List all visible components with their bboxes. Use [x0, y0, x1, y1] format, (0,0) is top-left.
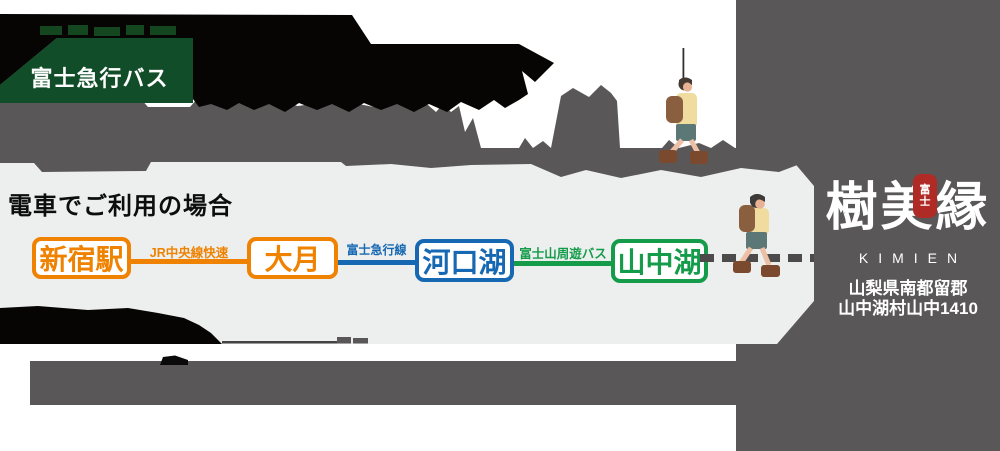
edge-bump-remnant-2: [353, 338, 368, 344]
black-blob-bottom: [0, 306, 222, 344]
station-box-otsuki: 大月: [247, 237, 338, 279]
edge-bump-remnant-1: [337, 337, 351, 344]
brand-logo-roman: KIMIEN: [858, 250, 968, 266]
station-box-yamanakako: 山中湖: [611, 239, 708, 283]
hiker-top-icon: [659, 48, 708, 164]
car-section-bar: [30, 361, 737, 405]
address-line-1: 山梨県南都留郡: [848, 279, 968, 298]
bus-ribbon: 富士急行バス: [0, 38, 193, 103]
route-line-fujikyu: [338, 260, 415, 265]
brand-logo-text: 樹美縁: [825, 177, 991, 238]
seal-char-top: 富: [919, 184, 931, 196]
station-box-shinjuku: 新宿駅: [32, 237, 131, 279]
route-label-jr: JR中央線快速: [149, 246, 229, 260]
seal-char-bottom: 士: [919, 196, 931, 208]
address-line-2: 山中湖村山中1410: [838, 298, 978, 318]
train-section-heading: 電車でご利用の場合: [8, 193, 233, 220]
green-glyph-remnants: [40, 25, 176, 36]
route-line-bus: [514, 261, 611, 266]
brand-address: 山梨県南都留郡 山中湖村山中1410: [816, 279, 1000, 318]
route-label-bus: 富士山周遊バス: [519, 247, 607, 261]
edge-line-remnant: [222, 341, 337, 344]
brand-block: 樹美縁 富 士 KIMIEN 山梨県南都留郡 山中湖村山中1410: [816, 171, 1000, 318]
route-label-fujikyu: 富士急行線: [346, 243, 407, 257]
route-line-jr: [131, 259, 247, 264]
station-box-kawaguchiko: 河口湖: [415, 239, 514, 282]
seal-stamp-icon: 富 士: [913, 174, 937, 218]
bus-ribbon-label: 富士急行バス: [30, 66, 169, 91]
walking-path-dashes: [700, 254, 814, 262]
